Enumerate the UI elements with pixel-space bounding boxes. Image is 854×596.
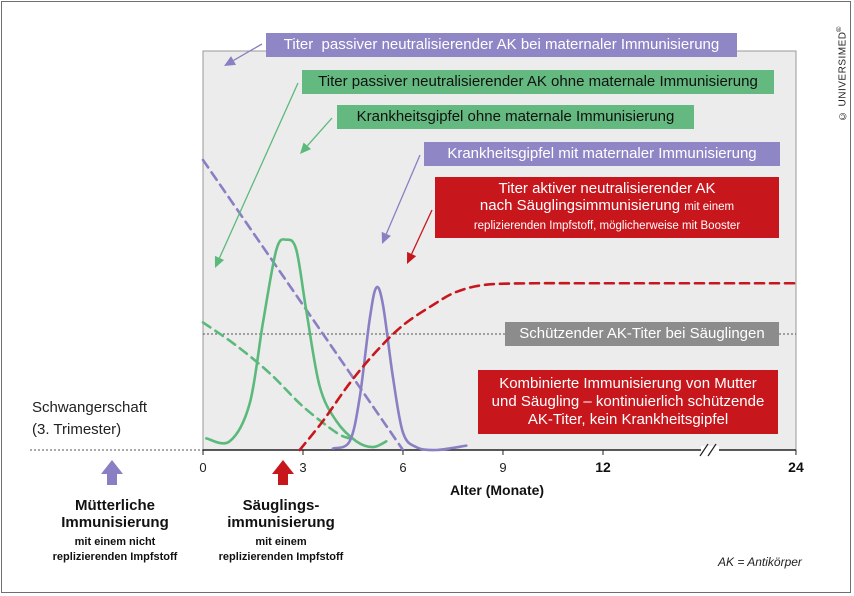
x-tick-label-9: 9: [499, 460, 506, 475]
maternal-sub2: replizierenden Impfstoff: [52, 551, 178, 563]
series-titer-maternal: [201, 158, 405, 452]
maternal-title: Mütterliche Immunisierung: [61, 497, 169, 531]
maternal-immunization-arrow: [101, 460, 123, 485]
infant-sub2: replizierenden Impfstoff: [218, 551, 344, 563]
infant-title: Säuglings-immunisierung: [227, 497, 335, 531]
label-active-line1: Titer aktiver neutralisierender AK: [498, 180, 716, 197]
pointer-peak-maternal-shaft: [385, 154, 421, 235]
axis-break-gap: [701, 446, 719, 454]
series-peak-no-maternal: [205, 238, 388, 449]
pointer-peak-no-maternal-head: [300, 142, 312, 154]
maternal-immunization-arrow-shaft: [107, 473, 117, 485]
x-tick-label-3: 3: [299, 460, 306, 475]
pointer-active-titer: [407, 209, 433, 264]
infant-immunization-arrow: [272, 460, 294, 485]
pointer-active-titer-shaft: [411, 209, 433, 255]
label-titer-no-maternal: Titer passiver neutralisierender AK ohne…: [302, 70, 774, 94]
pregnancy-line1: Schwangerschaft: [32, 399, 148, 416]
pointer-peak-no-maternal-shaft: [306, 117, 333, 147]
brand-label: © UNIVERSIMED®: [835, 24, 848, 121]
pointer-active-titer-head: [407, 251, 417, 264]
label-peak-maternal: Krankheitsgipfel mit maternaler Immunisi…: [424, 142, 780, 166]
series-peak-maternal: [331, 285, 468, 452]
label-protective-titer: Schützender AK-Titer bei Säuglingen: [505, 322, 779, 346]
series-active: [298, 281, 798, 452]
axis-break-mark-2: [707, 443, 717, 457]
infant-immunization-arrow-shaft: [278, 473, 288, 485]
maternal-immunization-arrow-head: [101, 460, 123, 474]
pregnancy-label: Schwangerschaft (3. Trimester): [32, 397, 147, 441]
axis-break-mark-1: [699, 443, 709, 457]
infant-immunization-arrow-head: [272, 460, 294, 474]
series-titer-no-maternal: [201, 321, 351, 440]
infant-sub1: mit einem: [255, 536, 307, 548]
x-tick-label-6: 6: [399, 460, 406, 475]
footnote: AK = Antikörper: [718, 555, 802, 569]
pointer-titer-no-maternal: [214, 82, 299, 268]
label-active-line2: nach Säuglingsimmunisierung: [479, 197, 681, 214]
label-protective-text: Schützender AK-Titer bei Säuglingen: [519, 325, 765, 342]
brand-mark: ®: [834, 24, 842, 32]
label-titer-maternal: Titer passiver neutralisierender AK bei …: [266, 33, 737, 57]
label-peak-maternal-text: Krankheitsgipfel mit maternaler Immunisi…: [447, 145, 757, 162]
label-active-titer: Titer aktiver neutralisierender AK nach …: [435, 177, 779, 238]
x-tick-label-12: 12: [595, 459, 611, 475]
infant-immunization-note: Säuglings-immunisierung mit einem repliz…: [206, 497, 356, 565]
pregnancy-line2: (3. Trimester): [32, 421, 122, 438]
pointer-titer-maternal: [224, 43, 263, 66]
label-peak-no-maternal-text: Krankheitsgipfel ohne maternale Immunisi…: [356, 108, 675, 125]
pointer-titer-maternal-shaft: [233, 43, 263, 62]
maternal-sub1: mit einem nicht: [74, 536, 156, 548]
pointer-peak-maternal: [381, 154, 421, 244]
pointer-titer-no-maternal-head: [214, 255, 225, 268]
brand-text: © UNIVERSIMED: [837, 31, 848, 122]
pointer-titer-maternal-head: [224, 56, 237, 66]
x-tick-label-24: 24: [788, 459, 804, 475]
x-tick-label-0: 0: [199, 460, 206, 475]
label-titer-no-maternal-text: Titer passiver neutralisierender AK ohne…: [318, 73, 758, 90]
label-peak-no-maternal: Krankheitsgipfel ohne maternale Immunisi…: [337, 105, 694, 129]
label-active-small1: mit einem: [684, 201, 735, 213]
maternal-immunization-note: Mütterliche Immunisierung mit einem nich…: [30, 497, 200, 565]
label-active-small2: replizierenden Impfstoff, möglicherweise…: [473, 220, 741, 232]
label-combined-text: Kombinierte Immunisierung von Mutter und…: [491, 375, 765, 428]
pointer-titer-no-maternal-shaft: [218, 82, 299, 259]
label-combined-immunization: Kombinierte Immunisierung von Mutter und…: [478, 370, 778, 434]
footnote-text: AK = Antikörper: [718, 555, 802, 569]
x-axis-title: Alter (Monate): [450, 482, 544, 498]
pointer-peak-maternal-head: [381, 231, 391, 244]
label-titer-maternal-text: Titer passiver neutralisierender AK bei …: [283, 36, 720, 53]
pointer-peak-no-maternal: [300, 117, 333, 154]
